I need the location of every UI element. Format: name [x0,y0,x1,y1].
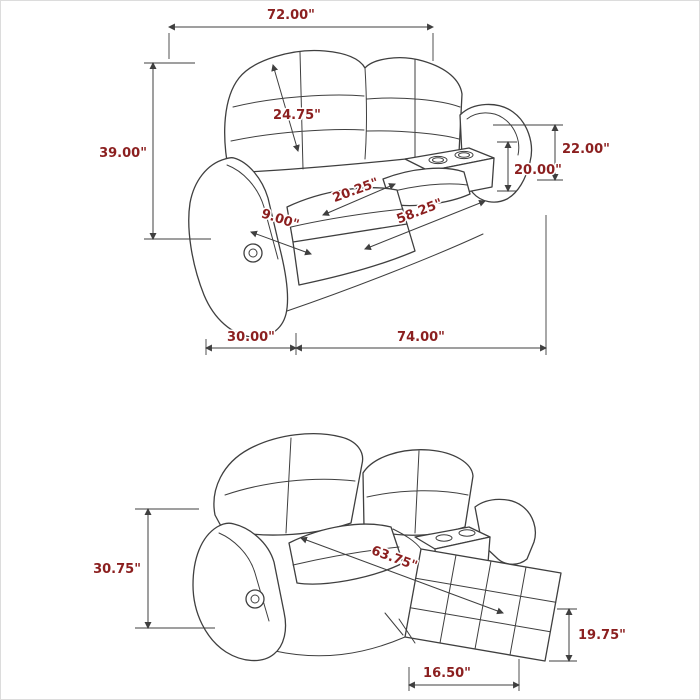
dim-label-body-width: 74.00" [397,330,445,345]
dim-label-console-height: 22.00" [562,142,610,157]
dim-footrest-extension: 16.50" [407,659,521,691]
cupholder-right [454,150,474,160]
cupholder-right-inner [458,152,470,158]
dim-body-width: 74.00" [294,215,548,355]
cupholder-left-inner [432,157,444,163]
left-arm [188,156,289,338]
dim-label-back-cushion-height: 24.75" [273,108,321,123]
reclined-recliner-handle [245,589,265,609]
dim-label-footrest-extension: 16.50" [423,666,471,681]
dim-label-reclined-height: 30.75" [93,562,141,577]
dim-arrow-line [250,230,312,256]
upright-dimensions: 72.00" 39.00" 24.75" 22.00" 20.00" 20.25… [98,7,611,355]
dim-arrow-line [300,536,504,615]
footrest-mechanism [274,612,416,657]
reclined-left-arm [192,522,287,662]
dim-reclined-height: 30.75" [92,507,215,630]
dim-back-cushion-height: 24.75" [271,63,322,153]
dim-label-overall-height: 39.00" [99,146,147,161]
backrest-seams [230,51,461,170]
dim-label-console-surface-height: 20.00" [514,163,562,178]
dim-console-surface-height: 20.00" [497,140,563,193]
reclined-left-back-seams [224,437,356,534]
reclined-left-arm-seam [218,532,270,622]
cupholder-left [428,155,448,165]
dim-console-height: 22.00" [493,123,611,182]
backrest [224,49,463,174]
dim-ext-line [168,33,434,61]
reclined-cupholder-right [458,529,476,537]
dim-label-overall-width: 72.00" [267,8,315,23]
reclined-right-back-seams [366,450,469,534]
dim-overall-height: 39.00" [98,61,211,241]
dim-footrest-height: 19.75" [549,607,627,663]
dim-arrow-line [322,183,396,216]
dim-arm-depth: 30.00" [204,329,298,355]
left-arm-seam [226,164,279,260]
right-arm-seam [466,112,520,156]
dim-overall-width: 72.00" [167,7,435,61]
recliner-handle [243,243,263,263]
dim-ext-line [493,124,563,181]
reclined-recliner-handle-inner [250,594,260,604]
dim-arrow-line [271,63,300,153]
dim-arrow-line [364,199,486,251]
reclined-right-back [362,449,474,536]
dim-label-arm-depth: 30.00" [227,330,275,345]
dim-label-footrest-height: 19.75" [578,628,626,643]
